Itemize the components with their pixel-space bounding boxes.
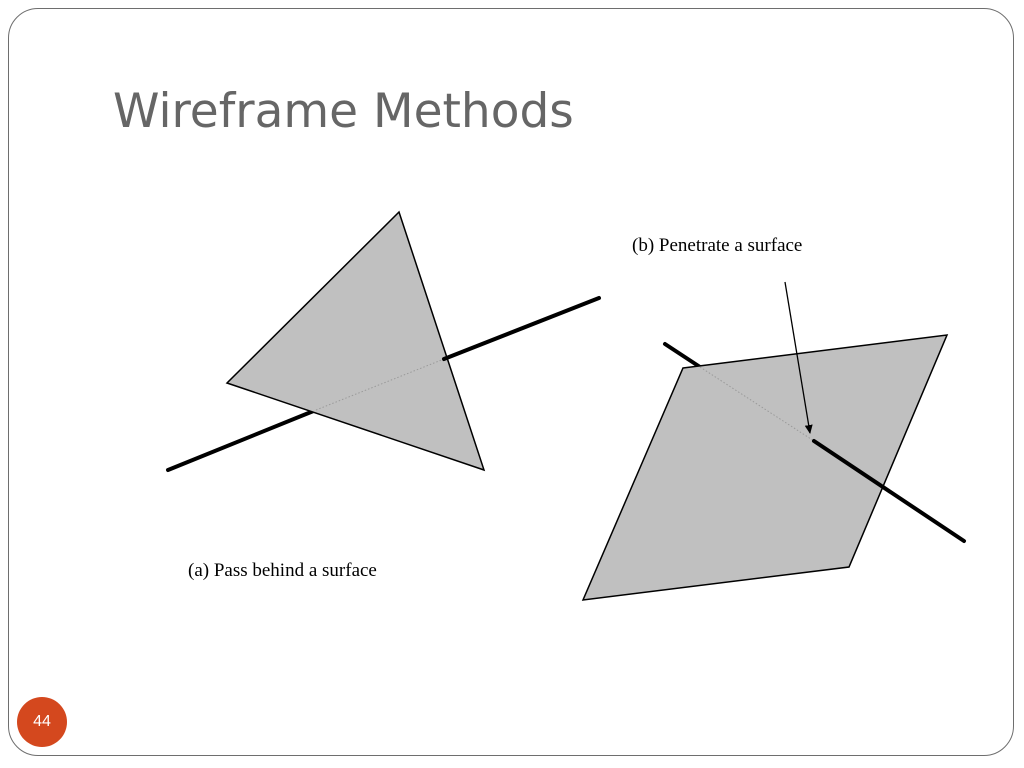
slide-title: Wireframe Methods bbox=[113, 84, 574, 139]
line-b-hidden-segment bbox=[699, 366, 815, 442]
line-b-visible-segment bbox=[812, 439, 966, 543]
parallelogram-surface bbox=[581, 334, 949, 601]
triangle-surface bbox=[225, 210, 486, 472]
caption-pass-behind: (a) Pass behind a surface bbox=[188, 560, 377, 581]
line-a-left-segment bbox=[166, 408, 318, 472]
line-a-right-segment bbox=[442, 296, 601, 361]
page-number: 44 bbox=[33, 713, 51, 730]
line-b-outside-segment bbox=[663, 342, 702, 369]
page-number-badge: 44 bbox=[17, 697, 67, 747]
penetration-arrow bbox=[784, 281, 813, 434]
caption-penetrate: (b) Penetrate a surface bbox=[632, 235, 803, 256]
